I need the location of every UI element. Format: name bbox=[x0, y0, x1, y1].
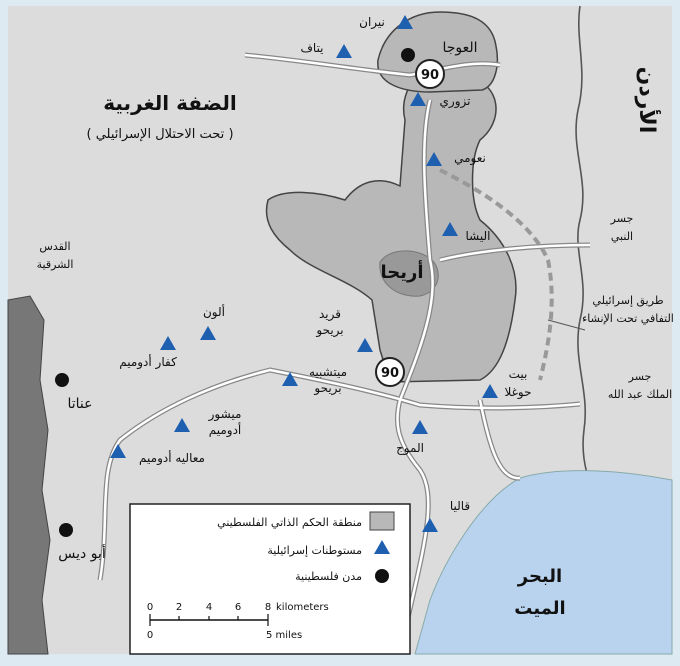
settlement-tomer: تزوري bbox=[440, 94, 471, 109]
scale-km-unit: kilometers bbox=[276, 602, 329, 613]
settlement-maale-adumim: معاليه أدوميم bbox=[139, 450, 205, 466]
city-jericho: أريحا bbox=[380, 260, 423, 283]
scale-km-8: 8 bbox=[265, 602, 271, 613]
legend-cities: مدن فلسطينية bbox=[295, 570, 362, 583]
scale-km-0: 0 bbox=[147, 602, 153, 613]
scale-km-4: 4 bbox=[206, 602, 212, 613]
israeli-road-2: التفافي تحت الإنشاء bbox=[582, 312, 674, 325]
settlement-mishor-j-2: بريحو bbox=[313, 381, 341, 396]
city-dot-ouja bbox=[401, 48, 415, 62]
prophet-bridge-2: النبي bbox=[611, 230, 633, 243]
east-jerusalem-2: الشرقية bbox=[37, 258, 74, 271]
legend: منطقة الحكم الذاتي الفلسطيني مستوطنات إس… bbox=[129, 503, 411, 655]
route-90-label-a: 90 bbox=[421, 68, 439, 83]
bypass-road-connector bbox=[547, 319, 586, 331]
legend-autonomy: منطقة الحكم الذاتي الفلسطيني bbox=[217, 516, 362, 529]
route-90-label-b: 90 bbox=[381, 366, 399, 381]
scale-km-2: 2 bbox=[176, 602, 182, 613]
jordan-label: الأردن bbox=[634, 67, 662, 134]
settlement-mishor-a-1: ميشور bbox=[208, 407, 242, 422]
route-90-shield-b: 90 bbox=[375, 357, 405, 387]
settlement-alon: ألون bbox=[203, 304, 225, 320]
settlement-naomi: نعومي bbox=[454, 151, 486, 166]
route-90-shield-a: 90 bbox=[415, 59, 445, 89]
scale-mi-label: 5 miles bbox=[266, 630, 302, 641]
israeli-road-1: طريق إسرائيلي bbox=[592, 294, 663, 308]
west-bank-subtitle: ( تحت الاحتلال الإسرائيلي ) bbox=[86, 127, 233, 142]
settlement-kalia: قاليا bbox=[450, 499, 470, 513]
legend-settlement-icon bbox=[374, 540, 390, 554]
king-bridge-1: جسر bbox=[628, 370, 652, 383]
prophet-bridge-1: جسر bbox=[610, 212, 634, 225]
east-jerusalem-1: القدس bbox=[39, 240, 70, 253]
legend-autonomy-swatch bbox=[369, 511, 395, 531]
settlement-niran: نيران bbox=[359, 15, 385, 30]
settlement-beit-1: بيت bbox=[509, 367, 528, 381]
settlement-mitzpe-1: قريد bbox=[319, 307, 341, 322]
west-bank-title: الضفة الغربية bbox=[103, 91, 236, 115]
legend-settlements: مستوطنات إسرائيلية bbox=[267, 544, 362, 557]
settlement-mishor-j-1: ميتشبيه bbox=[309, 365, 347, 379]
legend-city-icon bbox=[375, 569, 389, 583]
settlement-mishor-a-2: أدوميم bbox=[209, 422, 242, 438]
dead-sea-label-1: البحر bbox=[517, 566, 562, 587]
city-abu-dis: أبو ديس bbox=[58, 544, 106, 562]
settlement-elisha: اليشا bbox=[466, 229, 491, 243]
ouja-enclave bbox=[377, 11, 499, 93]
city-ouja: العوجا bbox=[442, 40, 477, 56]
jerusalem-dark-area bbox=[7, 295, 51, 655]
bypass-road bbox=[439, 168, 554, 381]
king-bridge-2: الملك عبد الله bbox=[608, 388, 672, 401]
dead-sea bbox=[414, 470, 673, 655]
jordan-border bbox=[575, 5, 601, 501]
settlement-beit-2: حوغلا bbox=[504, 385, 531, 400]
settlement-almog: الموج bbox=[396, 441, 424, 456]
scale-km-6: 6 bbox=[235, 602, 241, 613]
city-anata: عناتا bbox=[67, 396, 92, 412]
scale-mi-0: 0 bbox=[147, 630, 153, 641]
dead-sea-label-2: الميت bbox=[514, 598, 565, 619]
settlement-kfar-adumim: كفار أدوميم bbox=[119, 354, 177, 370]
city-dot-anata bbox=[55, 373, 69, 387]
roads-inner bbox=[98, 53, 591, 655]
settlement-mitzpe-2: بريحو bbox=[315, 323, 343, 338]
city-dot-abu-dis bbox=[59, 523, 73, 537]
settlement-markers bbox=[110, 15, 498, 532]
autonomy-area bbox=[265, 75, 517, 383]
settlement-yitav: يتاف bbox=[300, 41, 323, 55]
jericho-core bbox=[379, 250, 439, 297]
